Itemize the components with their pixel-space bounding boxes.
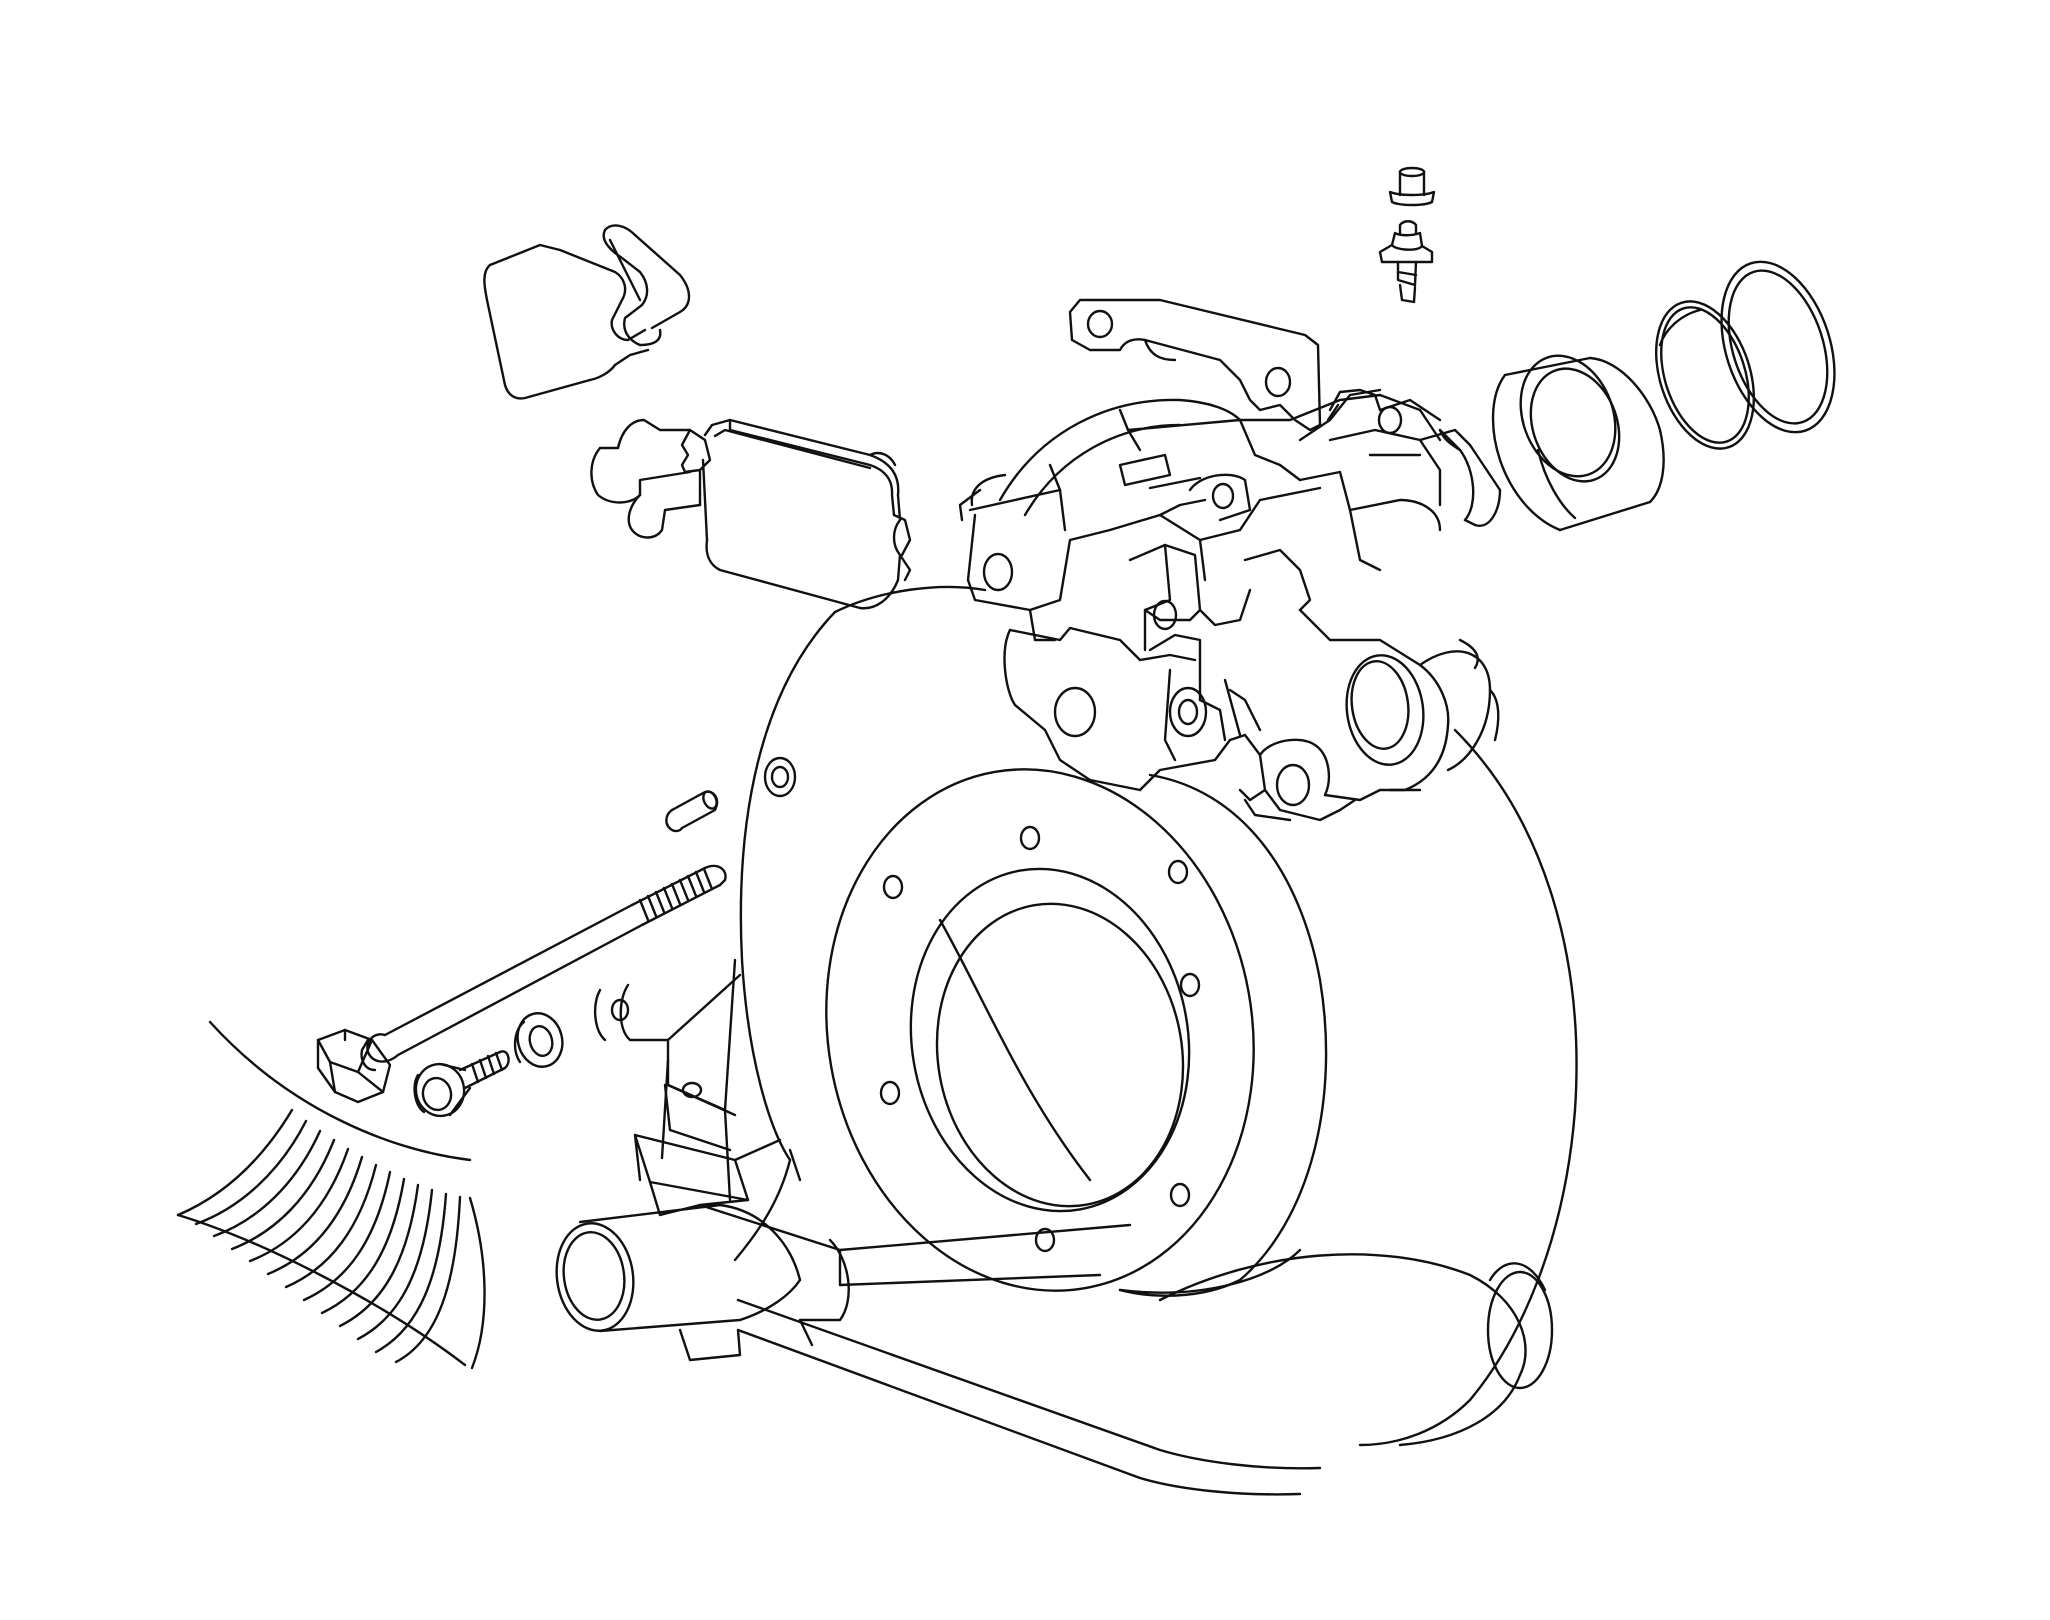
brake-pad (590, 418, 912, 610)
guide-pin (665, 790, 719, 833)
flange-bolt-holes (763, 756, 1201, 1253)
small-bolt (413, 1050, 510, 1118)
caliper-piston (1491, 354, 1665, 532)
disc-vent-hatching (194, 1119, 462, 1364)
bleed-screw-cap (1388, 166, 1436, 207)
piston-seal-rings (1654, 260, 1836, 450)
mounting-bolt (316, 864, 727, 1104)
caliper-body (958, 393, 1502, 822)
bleed-screw (1378, 220, 1434, 304)
washer (513, 1012, 564, 1068)
hub-carrier-housing (555, 585, 1578, 1496)
pad-retaining-spring (483, 224, 691, 400)
brake-disc (176, 1020, 486, 1370)
caliper-bracket (1068, 298, 1472, 447)
